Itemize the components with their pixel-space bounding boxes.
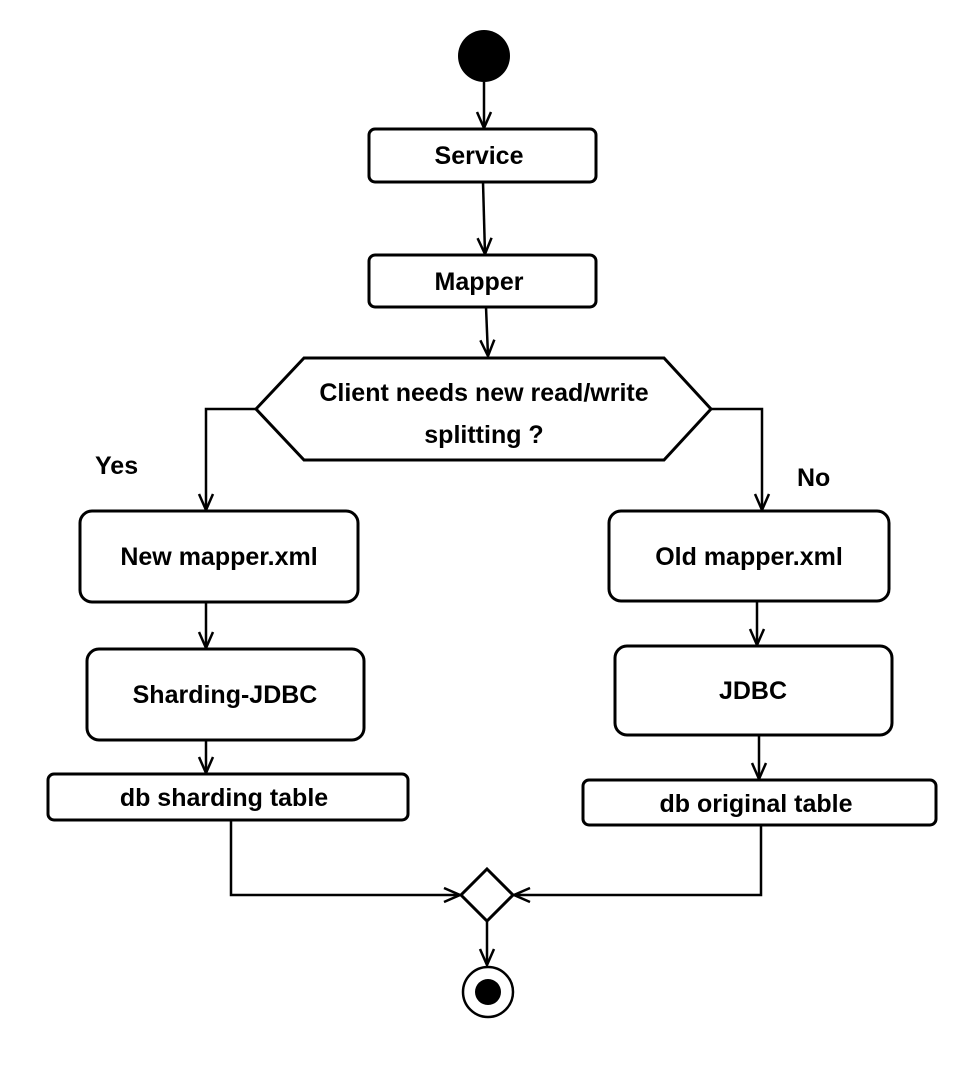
edge-decision-yes (206, 407, 256, 510)
edge-service-mapper (483, 181, 485, 254)
mapper-node (367, 253, 598, 309)
db-original-label: db original table (659, 790, 852, 818)
decision-label-line1: Client needs new read/write (319, 379, 648, 407)
end-node-dot (475, 979, 501, 1005)
edge-dboriginal-merge (514, 825, 763, 895)
new-mapper-label: New mapper.xml (120, 543, 317, 571)
edge-mapper-decision (486, 306, 488, 356)
sharding-jdbc-label: Sharding-JDBC (133, 681, 318, 709)
start-node (458, 30, 510, 82)
edge-decision-no (711, 407, 762, 510)
old-mapper-node (607, 509, 891, 603)
new-mapper-node (78, 509, 360, 604)
decision-label-line2: splitting ? (424, 421, 543, 449)
db-original-node (581, 778, 938, 827)
old-mapper-label: Old mapper.xml (655, 543, 843, 571)
db-sharding-node (46, 772, 410, 822)
service-node (367, 127, 598, 184)
sharding-jdbc-node (85, 647, 366, 742)
jdbc-label: JDBC (719, 677, 787, 705)
edge-dbsharding-merge (229, 819, 460, 895)
merge-node (458, 866, 516, 924)
decision-node (253, 356, 714, 462)
jdbc-node (613, 644, 894, 737)
yes-label: Yes (95, 452, 138, 480)
mapper-label: Mapper (435, 268, 524, 296)
no-label: No (797, 464, 830, 492)
service-label: Service (435, 142, 524, 170)
db-sharding-label: db sharding table (120, 784, 328, 812)
